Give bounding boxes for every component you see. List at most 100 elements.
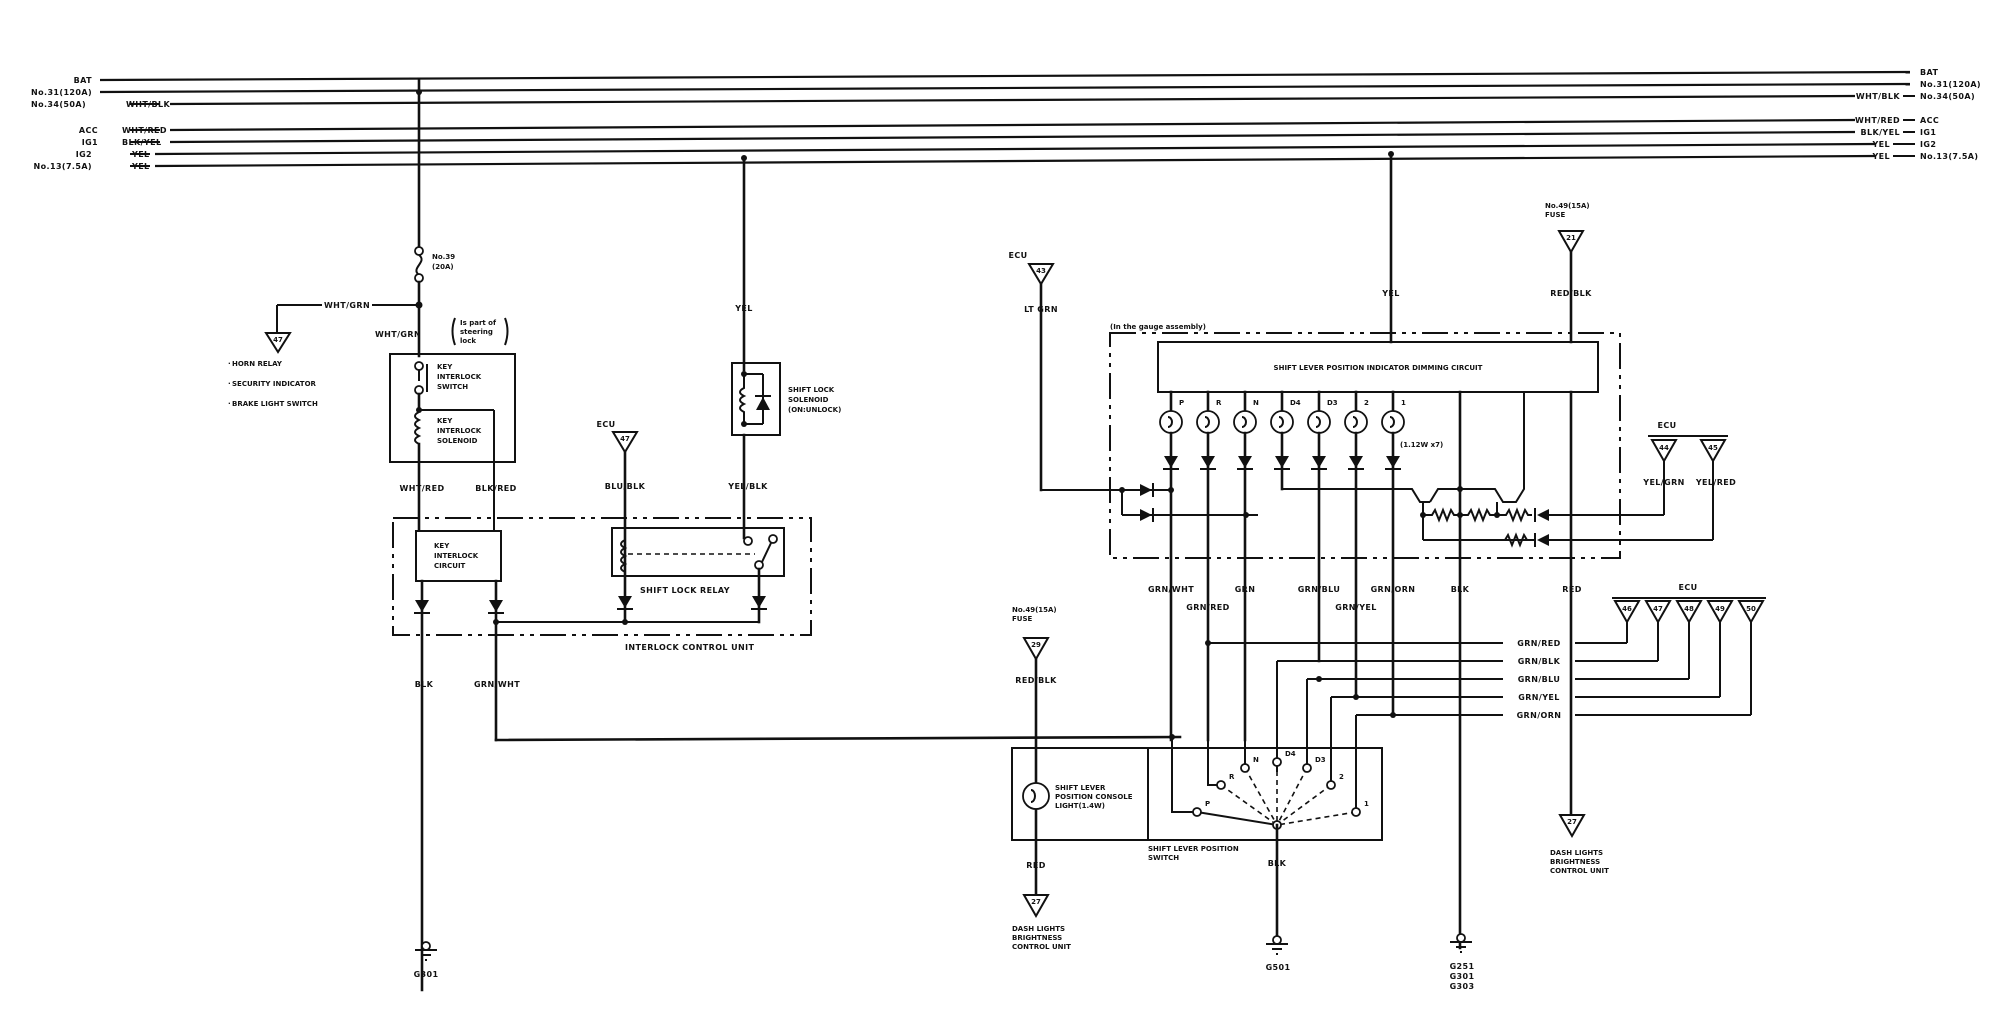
fuse-49-top-label-1: FUSE bbox=[1545, 211, 1566, 219]
fuse-39-rating: (20A) bbox=[432, 263, 454, 271]
wire-label-grn-red: GRN/RED bbox=[1186, 603, 1229, 612]
contact-label: 1 bbox=[1364, 800, 1369, 808]
ecu-connector-49-icon: 49 bbox=[1706, 600, 1734, 625]
diode-icon bbox=[1312, 456, 1326, 468]
key-interlock-switch-label-2: SWITCH bbox=[437, 383, 468, 391]
shift-switch-box bbox=[1011, 747, 1383, 841]
bus-label-right-6: No.13(7.5A) bbox=[1920, 152, 1978, 161]
ecu-run-label-4: GRN/ORN bbox=[1517, 711, 1562, 720]
diode-icon bbox=[617, 596, 633, 610]
fuse-49-top-connector-icon: 21 bbox=[1557, 230, 1585, 255]
ecu-bus-runs bbox=[1205, 622, 1752, 805]
contact-terminal-icon bbox=[1302, 763, 1312, 773]
dash-unit-left-connector-icon: 27 bbox=[1022, 894, 1050, 919]
key-interlock-circuit-box bbox=[415, 530, 502, 582]
fuse-49-bottom-label-0: No.49(15A) bbox=[1012, 606, 1057, 614]
fuse-39-icon bbox=[414, 246, 424, 283]
ecu-pin-45: 45 bbox=[1708, 444, 1718, 452]
yel-feed-label: YEL bbox=[1381, 289, 1400, 298]
indicator-bulb-1: 1 bbox=[1381, 390, 1406, 717]
dash-unit-left-label-2: CONTROL UNIT bbox=[1012, 943, 1071, 951]
bus-wire-right-4: BLK/YEL bbox=[1861, 128, 1900, 137]
key-interlock-switch-label-0: KEY bbox=[437, 363, 453, 371]
indicator-bulb-2: 2 bbox=[1344, 390, 1369, 699]
ecu-pin-47: 47 bbox=[1653, 605, 1663, 613]
indicator-bulb-r: R bbox=[1196, 390, 1222, 742]
bus-label-right-2: No.34(50A) bbox=[1920, 92, 1975, 101]
bus-line-acc bbox=[169, 118, 1856, 132]
fuse-49-bottom-wire: RED/BLK bbox=[1015, 676, 1057, 685]
key-interlock-section: No.39 (20A) WHT/GRN 47 HORN RELAY SECURI… bbox=[228, 78, 1182, 992]
ecu-run-label-3: GRN/YEL bbox=[1518, 693, 1560, 702]
bus-label-right-3: ACC bbox=[1920, 116, 1939, 125]
console-light-out-wire: RED bbox=[1026, 861, 1045, 870]
bulb-label: R bbox=[1216, 399, 1222, 407]
key-interlock-circuit-label-0: KEY bbox=[434, 542, 450, 550]
console-light-bulb-icon bbox=[1022, 782, 1050, 810]
shift-lock-solenoid-icon bbox=[739, 371, 771, 427]
key-interlock-circuit-label-2: CIRCUIT bbox=[434, 562, 466, 570]
shift-lock-relay-label: SHIFT LOCK RELAY bbox=[640, 586, 730, 595]
key-interlock-solenoid-label-1: INTERLOCK bbox=[437, 427, 482, 435]
contact-label: D4 bbox=[1285, 750, 1296, 758]
switch-contact-p: P bbox=[1171, 737, 1278, 826]
shift-switch-out-wire: BLK bbox=[1268, 859, 1287, 868]
diode-icon bbox=[1164, 456, 1178, 468]
bus-line-bat bbox=[99, 70, 1911, 82]
ecu-connector-50-icon: 50 bbox=[1737, 600, 1765, 625]
ecu-run-label-0: GRN/RED bbox=[1517, 639, 1560, 648]
wire-blu-blk-label: BLU/BLK bbox=[605, 482, 646, 491]
key-interlock-circuit-label-1: INTERLOCK bbox=[434, 552, 479, 560]
switch-contact-d4: D4 bbox=[1272, 661, 1296, 825]
bus-label-right-1: No.31(120A) bbox=[1920, 80, 1981, 89]
bulb-rating: (1.12W x7) bbox=[1400, 441, 1443, 449]
dimming-circuit-box bbox=[1157, 341, 1599, 393]
interlock-control-unit-box bbox=[392, 517, 812, 636]
connector-47-icon: 47 bbox=[264, 332, 292, 354]
wire-wht-red-label: WHT/RED bbox=[400, 484, 445, 493]
resistor-icon bbox=[1460, 507, 1497, 523]
fuse-49-top-pin: 21 bbox=[1566, 234, 1576, 242]
dash-unit-right-label-1: BRIGHTNESS bbox=[1550, 858, 1600, 866]
bus-wire-left-5: YEL bbox=[131, 150, 150, 159]
bus-wire-left-2: WHT/BLK bbox=[126, 100, 170, 109]
bus-wire-right-3: WHT/RED bbox=[1855, 116, 1900, 125]
yel-grn-label: YEL/GRN bbox=[1642, 478, 1685, 487]
dash-unit-right-label-0: DASH LIGHTS bbox=[1550, 849, 1603, 857]
switch-contact-r: R bbox=[1207, 643, 1278, 826]
dash-unit-right-pin: 27 bbox=[1567, 818, 1577, 826]
diode-icon bbox=[1537, 509, 1549, 521]
bus-label-left-0: BAT bbox=[74, 76, 92, 85]
resistor-icon bbox=[1497, 507, 1532, 523]
left-ground-wire-label: BLK bbox=[415, 680, 434, 689]
interlock-control-unit-label: INTERLOCK CONTROL UNIT bbox=[625, 643, 754, 652]
shift-lock-solenoid-label-2: (ON:UNLOCK) bbox=[788, 406, 841, 414]
diode-icon bbox=[1386, 456, 1400, 468]
diode-icon bbox=[751, 596, 767, 610]
steering-lock-wire: WHT/GRN bbox=[375, 330, 421, 339]
resistor-icon bbox=[1423, 507, 1460, 523]
contact-label: D3 bbox=[1315, 756, 1326, 764]
key-interlock-solenoid-icon bbox=[414, 411, 422, 445]
ecu-blu-blk-label: ECU bbox=[596, 420, 615, 429]
bulb-label: D4 bbox=[1290, 399, 1301, 407]
shift-lock-solenoid-label-1: SOLENOID bbox=[788, 396, 829, 404]
ecu-connector-47-icon: 47 bbox=[1644, 600, 1672, 625]
fuse-49-top-wire: RED/BLK bbox=[1550, 289, 1592, 298]
ground-multi-label-1: G301 bbox=[1450, 972, 1475, 981]
bus-line-ig2 bbox=[154, 142, 1876, 156]
contact-terminal-icon bbox=[1192, 807, 1202, 817]
ecu-pin-48: 48 bbox=[1684, 605, 1694, 613]
shift-lock-yel-label: YEL bbox=[734, 304, 753, 313]
target-security-indicator: SECURITY INDICATOR bbox=[232, 380, 317, 388]
diode-icon bbox=[488, 600, 504, 614]
shift-switch-label-1: SWITCH bbox=[1148, 854, 1179, 862]
ecu-run-label-2: GRN/BLU bbox=[1518, 675, 1561, 684]
contact-label: 2 bbox=[1339, 773, 1344, 781]
key-interlock-switch-label-1: INTERLOCK bbox=[437, 373, 482, 381]
bus-label-left-5: IG2 bbox=[76, 150, 92, 159]
ground-g501-icon bbox=[1266, 935, 1288, 955]
shift-switch-label-0: SHIFT LEVER POSITION bbox=[1148, 845, 1239, 853]
contact-terminal-icon bbox=[1272, 757, 1282, 767]
bus-wire-left-4: BLK/YEL bbox=[122, 138, 161, 147]
